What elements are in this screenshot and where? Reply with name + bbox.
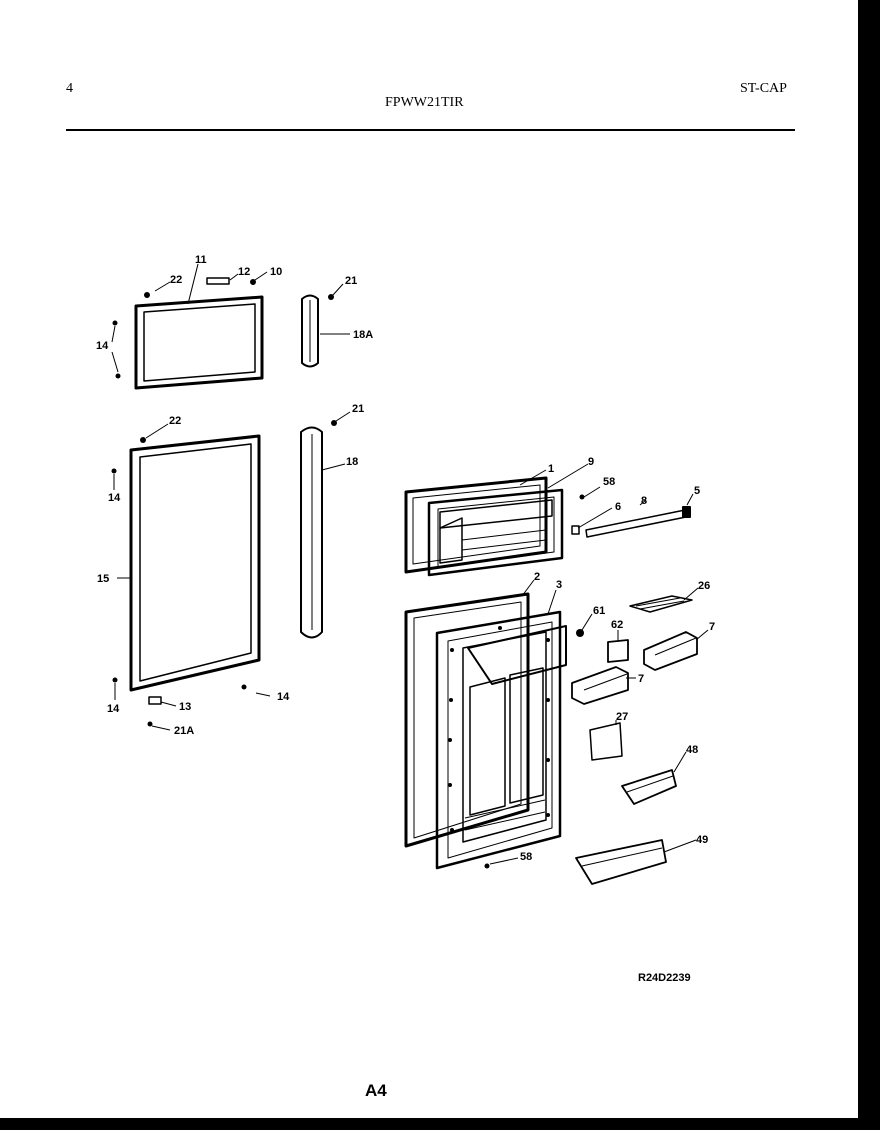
callout-9: 9 — [588, 456, 594, 468]
section-code: ST-CAP — [740, 81, 787, 96]
fresh-food-door-2 — [404, 592, 530, 848]
callout-6: 6 — [615, 501, 621, 513]
leader-lines — [111, 263, 709, 865]
dairy-door-26 — [629, 595, 693, 613]
callout-49: 49 — [696, 834, 708, 846]
plug-61 — [576, 629, 584, 637]
callout-58-lower: 58 — [520, 851, 532, 863]
screw-14-right — [241, 684, 247, 690]
page-code: A4 — [365, 1081, 387, 1100]
fresh-food-gasket-15 — [129, 434, 261, 692]
label-plate-62 — [607, 639, 629, 663]
callout-27: 27 — [616, 711, 628, 723]
page-number: 4 — [66, 81, 73, 96]
callout-22-lower: 22 — [169, 415, 181, 427]
callout-10: 10 — [270, 266, 282, 278]
callout-14-d: 14 — [277, 691, 290, 703]
callout-14-b: 14 — [108, 492, 121, 504]
callout-14-a: 14 — [96, 340, 109, 352]
callout-18A: 18A — [353, 329, 373, 341]
bracket-13 — [148, 696, 162, 705]
callout-7-upper: 7 — [709, 621, 715, 633]
hinge-clip-12 — [206, 277, 230, 285]
callout-15: 15 — [97, 573, 109, 585]
callout-5: 5 — [694, 485, 700, 497]
screw-14-door-bottom — [112, 677, 118, 683]
fasteners — [111, 279, 585, 869]
screw-21-upper — [328, 294, 334, 300]
callout-12: 12 — [238, 266, 250, 278]
callout-22-upper: 22 — [170, 274, 182, 286]
screw-22-upper — [144, 292, 150, 298]
fresh-food-handle-18 — [300, 426, 323, 639]
shelf-rod-8 — [571, 506, 691, 538]
fresh-food-liner-3 — [435, 610, 567, 870]
callout-13: 13 — [179, 701, 191, 713]
callout-58-upper: 58 — [603, 476, 615, 488]
divider-27 — [589, 722, 623, 761]
callout-62: 62 — [611, 619, 623, 631]
callout-61: 61 — [593, 605, 605, 617]
callout-14-c: 14 — [107, 703, 120, 715]
screw-22-lower — [140, 437, 146, 443]
dairy-bin-7-upper — [643, 631, 698, 671]
callout-1: 1 — [548, 463, 554, 475]
model-number: FPWW21TIR — [385, 95, 464, 110]
screw-14-door-top — [111, 468, 117, 474]
callout-18: 18 — [346, 456, 358, 468]
callout-21A: 21A — [174, 725, 194, 737]
freezer-liner-9 — [427, 488, 564, 577]
callout-2: 2 — [534, 571, 540, 583]
callout-26: 26 — [698, 580, 710, 592]
callout-3: 3 — [556, 579, 562, 591]
callout-8: 8 — [641, 495, 647, 507]
screw-21-lower — [331, 420, 337, 426]
callout-21-upper: 21 — [345, 275, 357, 287]
screw-21A — [147, 721, 153, 727]
door-shelf-49 — [575, 839, 667, 885]
screw-14-mid — [115, 373, 121, 379]
screw-14-upper — [112, 320, 118, 326]
callout-48: 48 — [686, 744, 698, 756]
callout-21-lower: 21 — [352, 403, 364, 415]
screw-10 — [250, 279, 256, 285]
callout-labels: 22 11 12 10 21 18A 14 22 21 18 14 15 14 … — [96, 254, 715, 863]
drawing-code: R24D2239 — [638, 972, 691, 984]
freezer-handle-18A — [301, 294, 319, 368]
freezer-door-1 — [404, 476, 548, 574]
callout-11: 11 — [195, 254, 207, 266]
dairy-bin-7-lower — [571, 666, 629, 705]
freezer-gasket-11 — [134, 295, 264, 390]
door-shelf-48 — [621, 769, 677, 805]
screw-58-upper — [579, 494, 585, 500]
screw-58-lower — [484, 863, 490, 869]
callout-7-lower: 7 — [638, 673, 644, 685]
